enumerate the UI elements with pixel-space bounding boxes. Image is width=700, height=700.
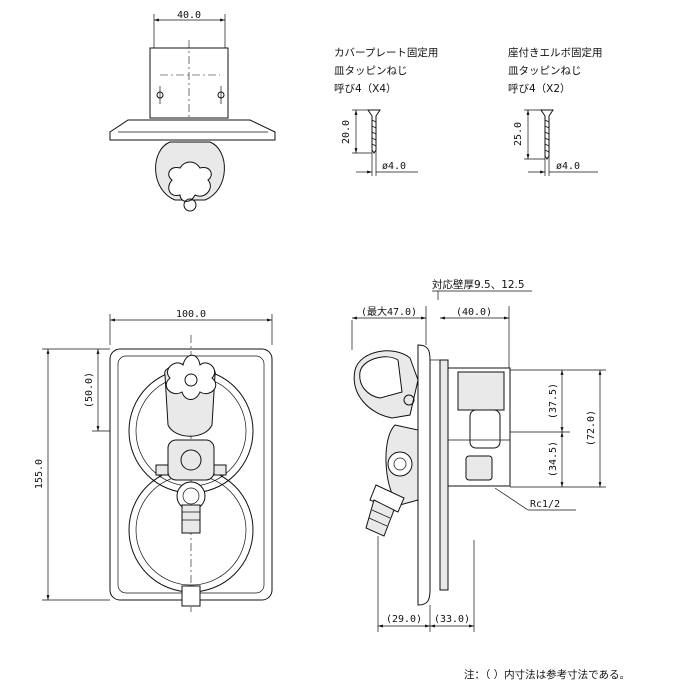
screw-plate-title-1: カバープレート固定用 bbox=[334, 46, 438, 59]
reference-note: 注：（ ）内寸法は参考寸法である。 bbox=[464, 668, 630, 681]
screw-seat-title-3: 呼び4（X2） bbox=[508, 83, 571, 95]
front-view: 100.0 155.0 (50.0) bbox=[34, 309, 273, 612]
side-view: 対応壁厚9.5、12.5 (最大47.0) (40.0) bbox=[351, 278, 606, 632]
screw-plate-dia-dim: ø4.0 bbox=[382, 161, 406, 172]
thread-label: Rc1/2 bbox=[530, 499, 560, 510]
front-upper-dim: (50.0) bbox=[84, 372, 95, 408]
screw-seat-length-dim: 25.0 bbox=[513, 122, 524, 146]
dim-37-5: (37.5) bbox=[548, 383, 559, 419]
screw-plate-title-2: 皿タッピンねじ bbox=[334, 65, 408, 77]
dim-34-5: (34.5) bbox=[548, 441, 559, 477]
dim-72-0: (72.0) bbox=[586, 410, 597, 446]
front-width-dim: 100.0 bbox=[176, 309, 206, 320]
screw-seat-spec: 座付きエルボ固定用 皿タッピンねじ 呼び4（X2） 25.0 ø4.0 bbox=[508, 46, 603, 176]
top-view: 40.0 bbox=[109, 10, 276, 212]
screw-seat-dia-dim: ø4.0 bbox=[556, 161, 580, 172]
screw-plate-spec: カバープレート固定用 皿タッピンねじ 呼び4（X4） 20.0 ø4.0 bbox=[334, 46, 438, 176]
top-width-dim: 40.0 bbox=[177, 10, 201, 21]
wall-thickness-label: 対応壁厚9.5、12.5 bbox=[432, 278, 525, 291]
front-height-dim: 155.0 bbox=[34, 459, 45, 489]
screw-seat-title-2: 皿タッピンねじ bbox=[508, 65, 582, 77]
dim-29-0: (29.0) bbox=[386, 614, 422, 625]
dim-33-0: (33.0) bbox=[434, 614, 470, 625]
screw-seat-title-1: 座付きエルボ固定用 bbox=[508, 46, 603, 59]
max-depth-dim: (最大47.0) bbox=[361, 305, 417, 318]
screw-plate-length-dim: 20.0 bbox=[341, 120, 352, 144]
screw-plate-title-3: 呼び4（X4） bbox=[334, 83, 397, 95]
body-depth-dim: (40.0) bbox=[456, 307, 492, 318]
